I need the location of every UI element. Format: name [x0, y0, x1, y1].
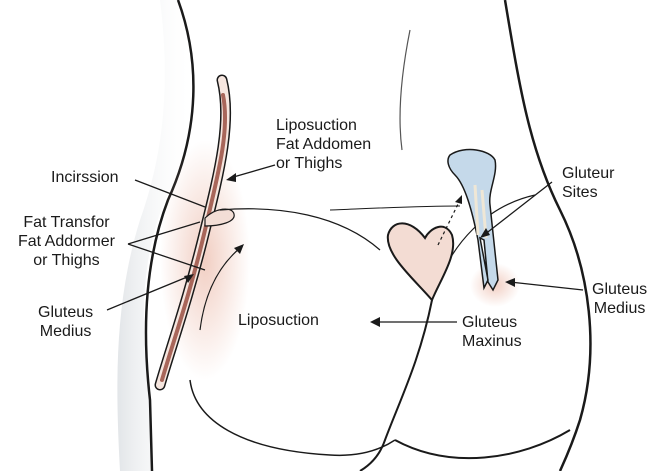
label-gluteus-medius-right: Gluteus Medius: [592, 280, 647, 318]
body-right-outline: [503, 0, 592, 471]
label-gluteus-maximus: Gluteus Maxinus: [462, 313, 522, 351]
label-liposuction-center: Liposuction: [238, 312, 319, 329]
label-line: Gluteus: [38, 304, 94, 321]
label-gluteur-sites: Gluteur Sites: [562, 164, 614, 202]
label-fat-transfer: Fat Transfor Fat Addormer or Thighs: [18, 213, 115, 270]
label-line: Fat Addormer: [18, 233, 115, 250]
gluteal-cleft: [359, 299, 433, 471]
label-line: Gluteus: [592, 281, 648, 298]
label-line: Fat Transfor: [23, 214, 110, 231]
label-line: Medius: [39, 323, 92, 340]
label-line: Gluteur: [562, 165, 615, 182]
spine-line: [399, 29, 411, 151]
arrowheads: [184, 173, 515, 327]
label-line: Gluteus: [462, 314, 518, 331]
label-line: or Thighs: [276, 155, 343, 172]
label-liposuction-fat-abdomen: Liposuction Fat Addomen or Thighs: [276, 116, 371, 173]
crease-line: [329, 205, 461, 211]
fat-pocket: [204, 208, 235, 227]
curved-arrow: [199, 247, 241, 331]
left-side-shade: [117, 0, 194, 471]
label-gluteus-medius-left: Gluteus Medius: [38, 303, 93, 341]
muscle-strip: [160, 93, 227, 382]
label-incision: Incirssion: [51, 169, 119, 186]
label-line: or Thighs: [33, 252, 100, 269]
left-buttock-curve: [219, 208, 381, 251]
dashed-arrow: [437, 199, 461, 246]
label-line: Maxinus: [462, 333, 522, 350]
cannula-instrument: [447, 148, 499, 292]
label-line: Medius: [593, 300, 646, 317]
label-line: Sites: [562, 184, 598, 201]
label-line: Fat Addomen: [276, 136, 372, 153]
label-line: Liposuction: [276, 117, 357, 134]
leader-lines: [106, 164, 584, 323]
gluteal-implant: [386, 222, 455, 302]
